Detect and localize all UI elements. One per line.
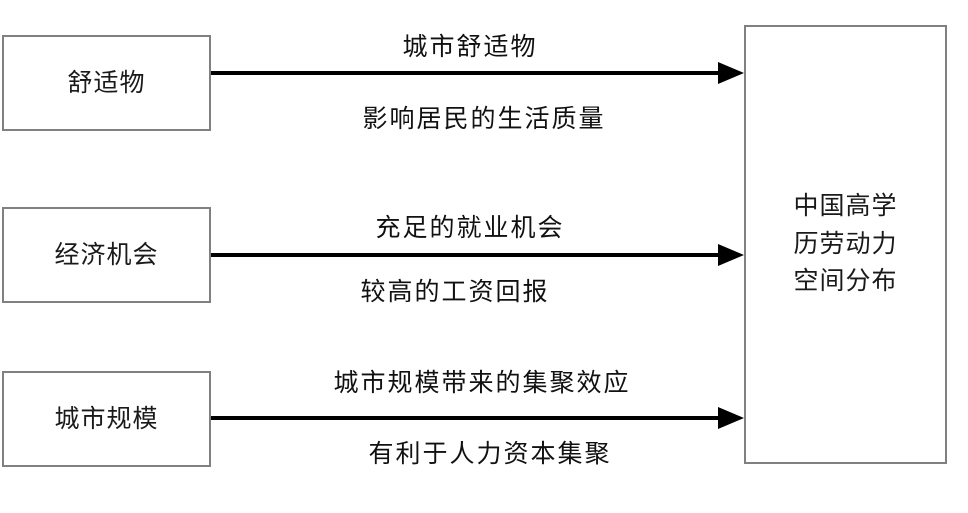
arrow-head-icon (718, 62, 744, 84)
node-box-city-scale: 城市规模 (2, 371, 211, 467)
node-label-economic: 经济机会 (54, 241, 159, 269)
node-box-economic: 经济机会 (2, 207, 211, 303)
arrow-head-icon (718, 407, 744, 429)
node-label-city-scale: 城市规模 (54, 405, 159, 433)
node-box-outcome: 中国高学 历劳动力 空间分布 (744, 25, 947, 464)
edge-label-city-scale-above: 城市规模带来的集聚效应 (333, 370, 631, 397)
edge-label-amenity-below: 影响居民的生活质量 (362, 106, 606, 133)
arrow-shaft (211, 253, 718, 257)
edge-label-economic-below: 较高的工资回报 (360, 279, 550, 306)
node-label-outcome: 中国高学 历劳动力 空间分布 (793, 192, 898, 296)
arrow-shaft (211, 416, 718, 420)
node-label-amenity: 舒适物 (67, 69, 146, 97)
arrow-shaft (211, 71, 718, 75)
arrow-head-icon (718, 244, 744, 266)
edge-label-city-scale-below: 有利于人力资本集聚 (368, 441, 612, 468)
node-box-amenity: 舒适物 (2, 35, 211, 131)
edge-label-amenity-above: 城市舒适物 (402, 34, 538, 61)
edge-label-economic-above: 充足的就业机会 (375, 215, 565, 242)
